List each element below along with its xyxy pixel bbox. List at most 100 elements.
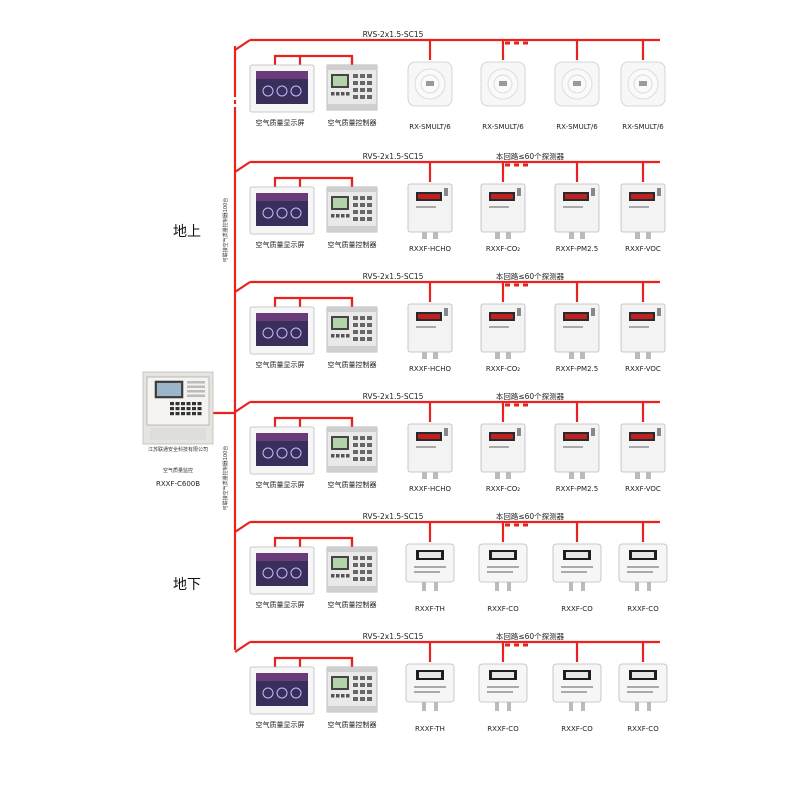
- keypad-key[interactable]: [170, 407, 174, 411]
- keypad-key[interactable]: [181, 402, 185, 406]
- controller-button[interactable]: [353, 95, 358, 99]
- air-quality-display[interactable]: [249, 666, 315, 715]
- sensor-wall[interactable]: [405, 543, 455, 591]
- controller-button[interactable]: [353, 683, 358, 687]
- controller-button[interactable]: [360, 683, 365, 687]
- controller-button[interactable]: [367, 95, 372, 99]
- controller-button[interactable]: [360, 697, 365, 701]
- controller-button[interactable]: [353, 88, 358, 92]
- controller-button[interactable]: [360, 330, 365, 334]
- controller-button[interactable]: [360, 443, 365, 447]
- controller-button[interactable]: [353, 436, 358, 440]
- controller-button[interactable]: [360, 337, 365, 341]
- keypad-key[interactable]: [170, 402, 174, 406]
- sensor-round[interactable]: [407, 61, 453, 107]
- controller-button[interactable]: [360, 217, 365, 221]
- controller-button[interactable]: [360, 95, 365, 99]
- controller-button[interactable]: [367, 556, 372, 560]
- keypad-key[interactable]: [197, 407, 202, 411]
- sensor-box[interactable]: [407, 303, 453, 359]
- controller-button[interactable]: [360, 81, 365, 85]
- sensor-box[interactable]: [620, 183, 666, 239]
- controller-button[interactable]: [367, 676, 372, 680]
- sensor-box[interactable]: [480, 183, 526, 239]
- controller-button[interactable]: [353, 196, 358, 200]
- controller-button[interactable]: [353, 74, 358, 78]
- sensor-wall[interactable]: [618, 543, 668, 591]
- controller-button[interactable]: [367, 697, 372, 701]
- controller-button[interactable]: [353, 81, 358, 85]
- controller-button[interactable]: [367, 570, 372, 574]
- controller-button[interactable]: [360, 556, 365, 560]
- controller-button[interactable]: [360, 203, 365, 207]
- sensor-box[interactable]: [407, 183, 453, 239]
- controller-button[interactable]: [353, 443, 358, 447]
- sensor-box[interactable]: [620, 303, 666, 359]
- controller-button[interactable]: [367, 316, 372, 320]
- air-quality-display[interactable]: [249, 546, 315, 595]
- controller-button[interactable]: [360, 570, 365, 574]
- keypad-key[interactable]: [186, 412, 191, 416]
- controller-button[interactable]: [360, 323, 365, 327]
- controller-button[interactable]: [360, 316, 365, 320]
- controller-button[interactable]: [367, 577, 372, 581]
- air-quality-controller[interactable]: [326, 666, 378, 713]
- sensor-box[interactable]: [620, 423, 666, 479]
- controller-button[interactable]: [367, 88, 372, 92]
- controller-button[interactable]: [353, 697, 358, 701]
- sensor-wall[interactable]: [478, 663, 528, 711]
- controller-button[interactable]: [360, 450, 365, 454]
- keypad-key[interactable]: [170, 412, 174, 416]
- controller-button[interactable]: [353, 676, 358, 680]
- keypad-key[interactable]: [186, 402, 191, 406]
- controller-button[interactable]: [353, 690, 358, 694]
- keypad-key[interactable]: [175, 407, 180, 411]
- controller-button[interactable]: [360, 563, 365, 567]
- controller-button[interactable]: [360, 436, 365, 440]
- controller-button[interactable]: [353, 556, 358, 560]
- controller-button[interactable]: [360, 88, 365, 92]
- controller-button[interactable]: [360, 690, 365, 694]
- sensor-box[interactable]: [554, 303, 600, 359]
- sensor-wall[interactable]: [478, 543, 528, 591]
- sensor-wall[interactable]: [405, 663, 455, 711]
- air-quality-controller[interactable]: [326, 426, 378, 473]
- air-quality-controller[interactable]: [326, 64, 378, 111]
- controller-button[interactable]: [353, 203, 358, 207]
- controller-button[interactable]: [367, 330, 372, 334]
- keypad-key[interactable]: [192, 407, 196, 411]
- controller-button[interactable]: [353, 570, 358, 574]
- keypad-key[interactable]: [181, 412, 185, 416]
- sensor-wall[interactable]: [618, 663, 668, 711]
- keypad-key[interactable]: [181, 407, 185, 411]
- keypad-key[interactable]: [197, 402, 202, 406]
- controller-button[interactable]: [367, 436, 372, 440]
- air-quality-display[interactable]: [249, 306, 315, 355]
- controller-button[interactable]: [367, 323, 372, 327]
- controller-button[interactable]: [367, 203, 372, 207]
- air-quality-controller[interactable]: [326, 546, 378, 593]
- sensor-box[interactable]: [554, 183, 600, 239]
- controller-button[interactable]: [367, 563, 372, 567]
- controller-button[interactable]: [353, 577, 358, 581]
- controller-button[interactable]: [360, 74, 365, 78]
- controller-button[interactable]: [353, 323, 358, 327]
- air-quality-display[interactable]: [249, 186, 315, 235]
- sensor-box[interactable]: [407, 423, 453, 479]
- controller-button[interactable]: [353, 337, 358, 341]
- sensor-round[interactable]: [480, 61, 526, 107]
- controller-button[interactable]: [353, 457, 358, 461]
- sensor-box[interactable]: [480, 303, 526, 359]
- controller-button[interactable]: [360, 577, 365, 581]
- sensor-box[interactable]: [480, 423, 526, 479]
- sensor-round[interactable]: [554, 61, 600, 107]
- controller-button[interactable]: [360, 196, 365, 200]
- sensor-wall[interactable]: [552, 663, 602, 711]
- controller-button[interactable]: [367, 196, 372, 200]
- controller-button[interactable]: [353, 210, 358, 214]
- controller-button[interactable]: [367, 337, 372, 341]
- air-quality-display[interactable]: [249, 426, 315, 475]
- sensor-round[interactable]: [620, 61, 666, 107]
- air-quality-controller[interactable]: [326, 186, 378, 233]
- controller-button[interactable]: [360, 210, 365, 214]
